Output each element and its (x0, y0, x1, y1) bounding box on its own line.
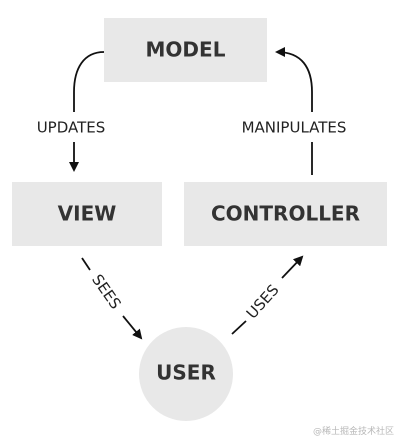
controller-node: CONTROLLER (184, 182, 387, 246)
model-node: MODEL (104, 18, 267, 82)
model-label: MODEL (146, 38, 226, 62)
sees-label: SEES (88, 271, 125, 312)
edge-manipulates: MANIPULATES (242, 47, 347, 175)
edge-uses: USES (231, 255, 304, 335)
manipulates-label: MANIPULATES (242, 119, 347, 137)
view-label: VIEW (58, 202, 117, 226)
user-label: USER (156, 361, 216, 385)
watermark-text: @稀土掘金技术社区 (313, 425, 394, 437)
controller-label: CONTROLLER (211, 202, 360, 226)
edge-sees: SEES (81, 257, 143, 340)
uses-label: USES (243, 281, 283, 322)
view-node: VIEW (12, 182, 162, 246)
user-node: USER (139, 327, 233, 421)
edge-updates: UPDATES (37, 51, 106, 172)
updates-label: UPDATES (37, 119, 106, 137)
